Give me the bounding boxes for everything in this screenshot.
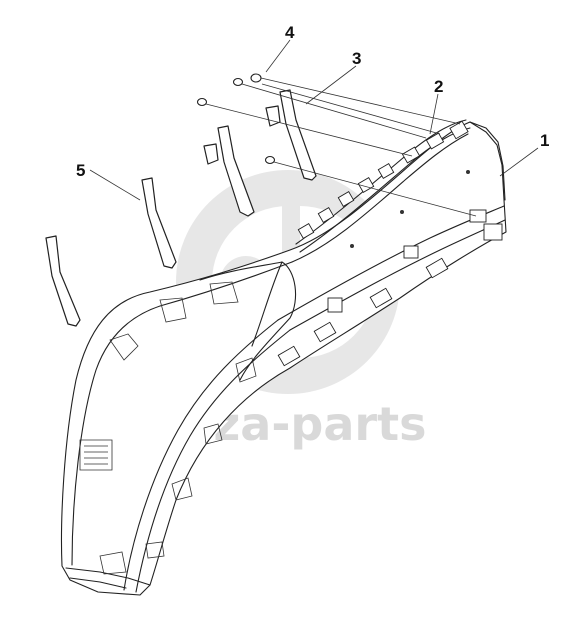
callout-3: 3 — [352, 49, 361, 68]
callout-5: 5 — [76, 161, 85, 180]
bracket-group-5 — [45, 177, 177, 327]
lower-clips — [277, 245, 449, 367]
fender-panel — [60, 119, 507, 596]
leader-lines — [89, 39, 539, 217]
nut-4 — [250, 73, 262, 83]
nut-2b — [196, 97, 208, 107]
nut-2c — [264, 155, 276, 165]
callout-2: 2 — [434, 77, 443, 96]
fasteners — [196, 73, 276, 165]
callout-4: 4 — [285, 23, 295, 42]
upper-clips — [297, 120, 503, 241]
callout-1: 1 — [540, 131, 549, 150]
nut-2a — [232, 77, 244, 87]
bracket-group-3 — [203, 89, 317, 217]
